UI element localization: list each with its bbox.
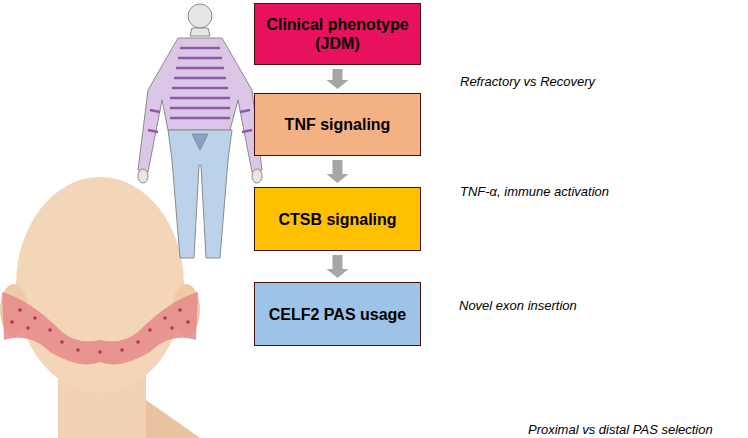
- rash-dots: [10, 308, 190, 354]
- box-content: CELF2 PAS usage: [261, 305, 415, 324]
- body-figure: [138, 4, 262, 258]
- shoulder: [146, 400, 200, 438]
- box-label: TNF signaling: [277, 115, 399, 134]
- box-label: CTSB signaling: [270, 210, 404, 229]
- process-box: TNF signaling: [254, 93, 421, 156]
- process-box: CELF2 PAS usage: [254, 282, 421, 346]
- annotation-text: Refractory vs Recovery: [460, 74, 595, 89]
- flow-arrow: [327, 160, 349, 183]
- box-content: TNF signaling: [277, 115, 399, 134]
- process-box: CTSB signaling: [254, 187, 421, 251]
- head-illustration: [0, 177, 200, 438]
- annotation-text: Novel exon insertion: [459, 298, 577, 313]
- annotation-text: TNF-α, immune activation: [460, 184, 609, 199]
- box-content: Clinical phenotype (JDM): [255, 15, 420, 53]
- process-box: Clinical phenotype (JDM): [254, 3, 421, 65]
- box-label: CELF2 PAS usage: [261, 305, 415, 324]
- flow-arrow: [327, 255, 349, 278]
- flow-arrow: [327, 69, 349, 89]
- box-content: CTSB signaling: [270, 210, 404, 229]
- rash: [2, 292, 198, 364]
- annotation-text: Proximal vs distal PAS selection: [528, 422, 713, 437]
- box-label: Clinical phenotype (JDM): [255, 15, 420, 53]
